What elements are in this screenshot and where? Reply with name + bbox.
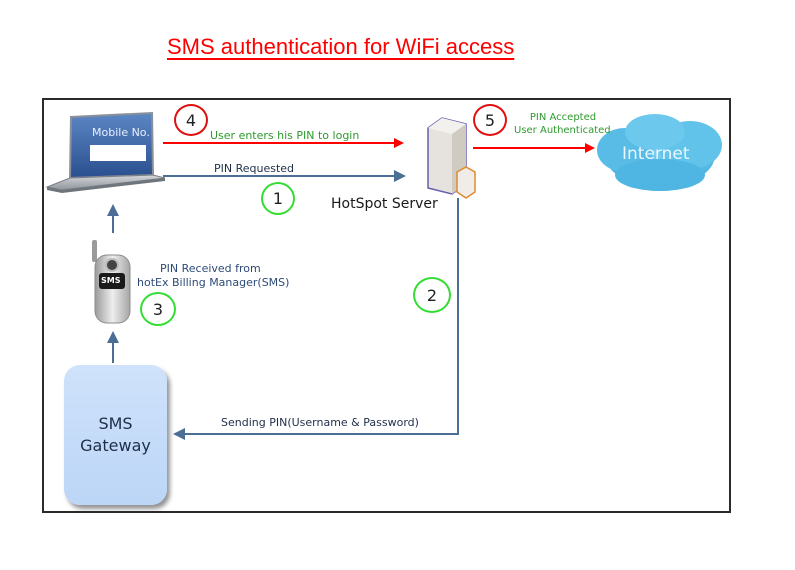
step-2-badge: 2 — [413, 277, 451, 313]
arrow-step-2 — [173, 198, 459, 440]
mobile-phone-icon — [92, 240, 131, 324]
step-5-label-line1: PIN Accepted — [529, 112, 597, 123]
sms-gateway-node: SMS Gateway — [64, 365, 167, 505]
server-label: HotSpot Server — [331, 196, 438, 212]
step-3-label-line1: PIN Received from — [160, 262, 261, 275]
internet-label: Internet — [622, 144, 690, 164]
step-4-badge: 4 — [174, 104, 208, 136]
server-icon — [427, 117, 476, 199]
step-2-label: Sending PIN(Username & Password) — [221, 416, 419, 429]
step-3-badge: 3 — [140, 292, 176, 326]
laptop-icon — [45, 111, 166, 193]
diagram-title: SMS authentication for WiFi access — [167, 34, 515, 59]
step-3-label-line2: hotEx Billing Manager(SMS) — [137, 276, 290, 289]
sms-gateway-label-line2: Gateway — [80, 436, 151, 455]
internet-cloud-icon — [597, 114, 722, 191]
step-5-badge: 5 — [473, 104, 507, 136]
step-1-label: PIN Requested — [214, 162, 295, 175]
step-5-label-line2: User Authenticated — [514, 125, 611, 136]
phone-screen-label: SMS — [101, 276, 121, 285]
sms-gateway-label-line1: SMS — [98, 414, 133, 433]
step-1-badge: 1 — [261, 182, 295, 215]
diagram-frame — [42, 98, 731, 513]
step-4-label: User enters his PIN to login — [210, 129, 360, 142]
laptop-screen-label: Mobile No. — [92, 126, 150, 139]
